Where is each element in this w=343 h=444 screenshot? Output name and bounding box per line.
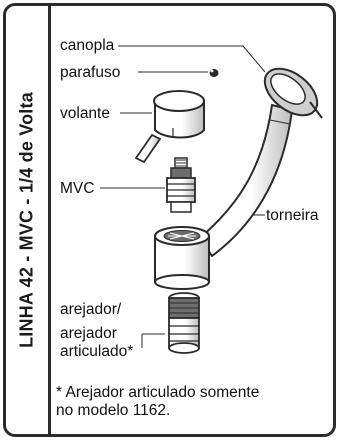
- label-arejador-line2: arejador: [60, 325, 117, 342]
- footnote-line2: no modelo 1162.: [56, 402, 171, 419]
- diagram-frame: LINHA 42 - MVC - 1/4 de Volta: [3, 3, 336, 437]
- label-arejador-line3: articulado*: [60, 343, 134, 360]
- torneira-drawing: [198, 103, 294, 258]
- volante-drawing: [134, 90, 205, 164]
- footnote: * Arejador articulado somente no modelo …: [56, 384, 336, 420]
- sidebar-divider: [48, 6, 51, 434]
- label-parafuso: parafuso: [60, 64, 121, 81]
- label-arejador-line1: arejador/: [60, 301, 122, 318]
- label-volante: volante: [60, 105, 110, 122]
- canopla-drawing: [263, 67, 323, 119]
- torneira-base-drawing: [154, 226, 210, 290]
- parafuso-drawing: [209, 69, 219, 77]
- mvc-cartridge-drawing: [166, 157, 196, 213]
- footnote-line1: * Arejador articulado somente: [56, 384, 260, 401]
- label-canopla: canopla: [60, 37, 115, 54]
- label-mvc: MVC: [60, 180, 95, 197]
- label-torneira: torneira: [266, 207, 319, 224]
- arejador-drawing: [168, 292, 200, 354]
